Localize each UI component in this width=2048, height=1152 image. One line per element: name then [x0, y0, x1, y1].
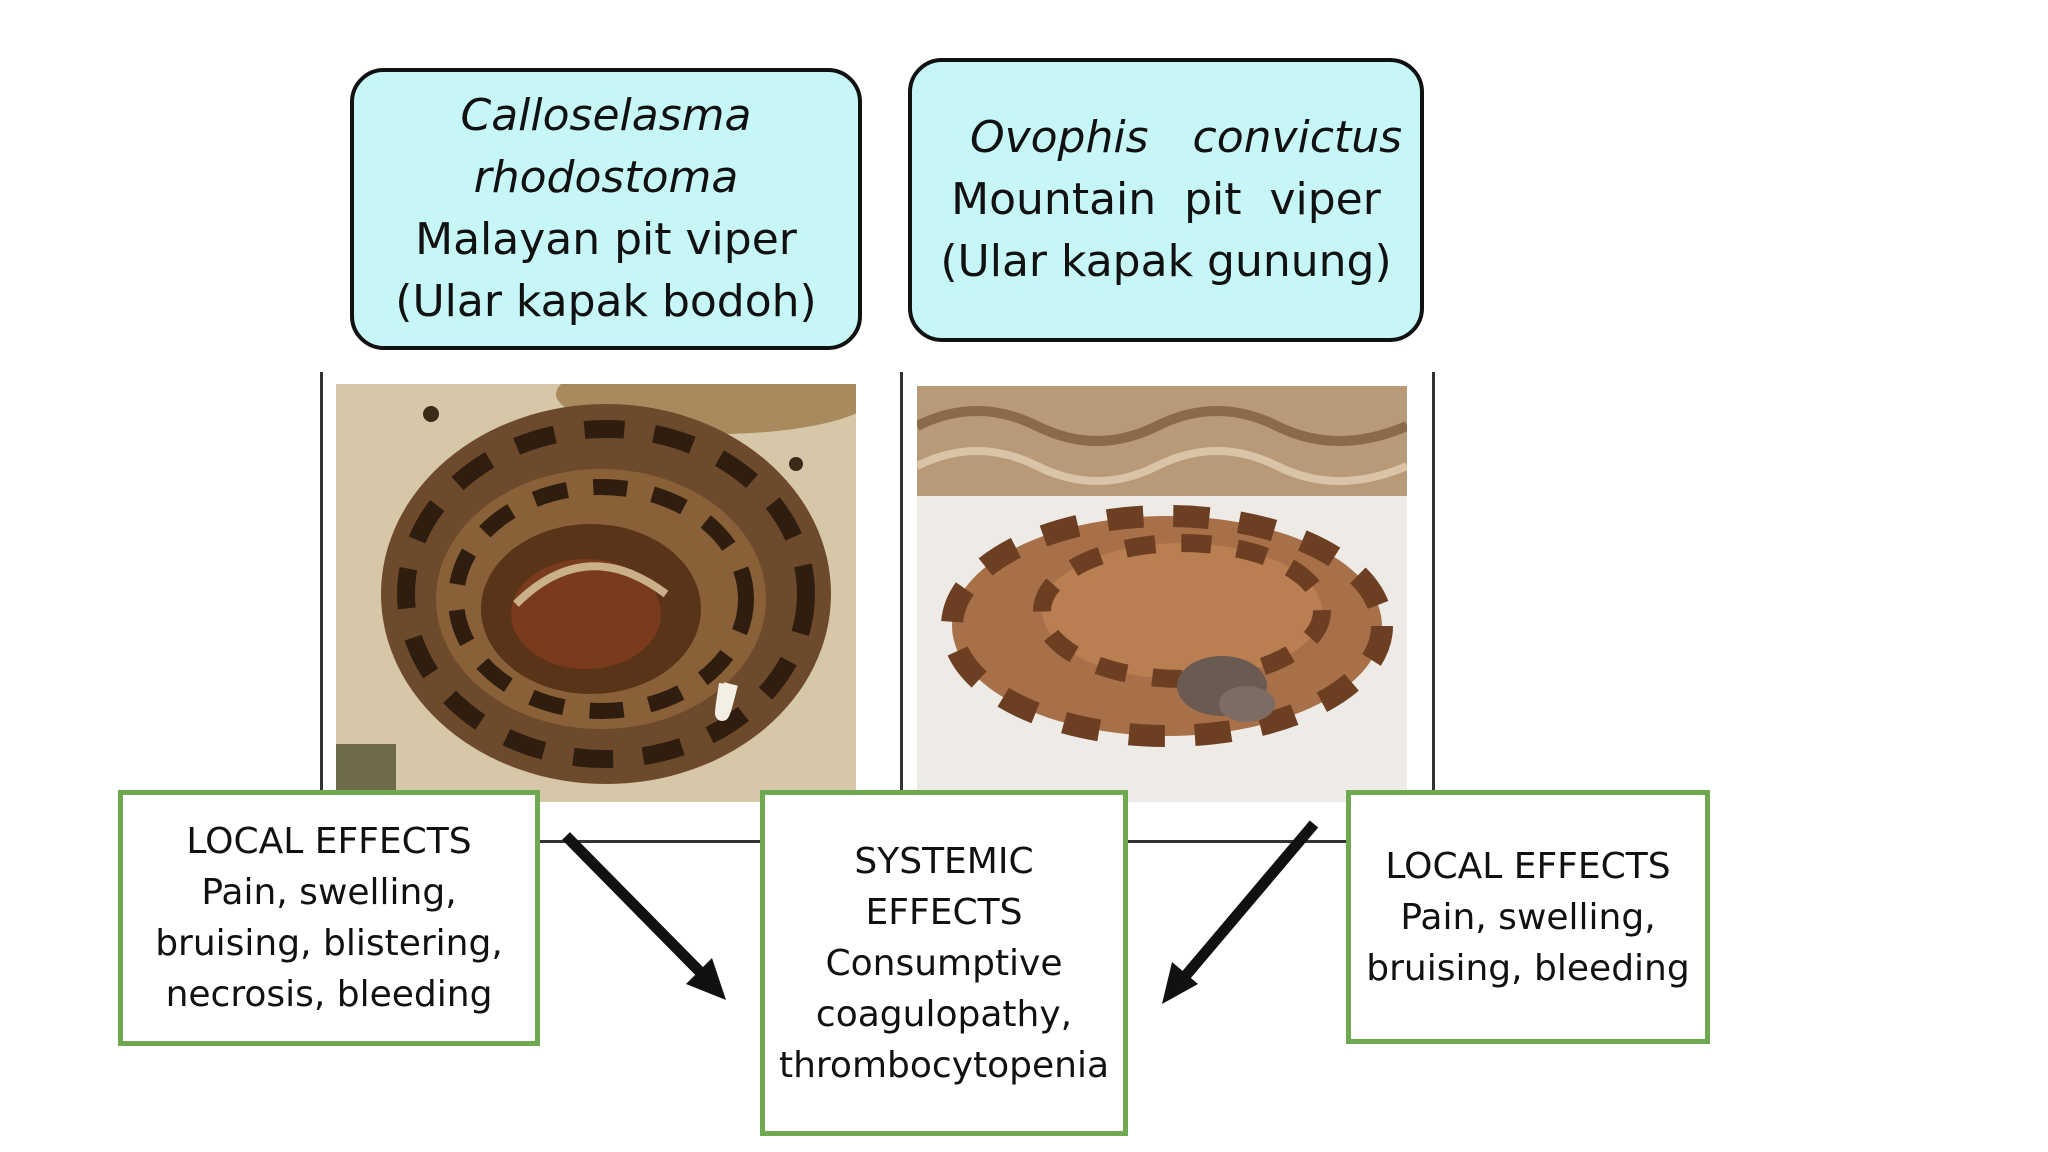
effects-line: necrosis, bleeding — [165, 974, 493, 1015]
systemic-effects-box: SYSTEMIC EFFECTS Consumptive coagulopath… — [760, 790, 1128, 1136]
effects-line: thrombocytopenia — [778, 1044, 1110, 1086]
effects-line: Pain, swelling, — [1400, 896, 1656, 938]
arrow-left-shaft — [562, 832, 710, 982]
frame-line-middle — [900, 372, 903, 842]
frame-line-left — [320, 372, 323, 842]
snake-illustration-calloselasma — [336, 384, 856, 802]
snake-photo-calloselasma — [336, 384, 856, 802]
local-effects-box-right: LOCAL EFFECTS Pain, swelling, bruising, … — [1346, 790, 1710, 1044]
species-scientific-name: Calloselasma — [460, 90, 752, 141]
arrow-right-head — [1162, 962, 1198, 1004]
effects-heading: LOCAL EFFECTS — [1385, 845, 1671, 887]
effects-line: Consumptive — [825, 942, 1063, 984]
effects-heading-2: EFFECTS — [865, 891, 1023, 933]
species-scientific-name-2: rhodostoma — [473, 152, 739, 203]
arrow-left-head — [686, 958, 726, 1000]
effects-heading: LOCAL EFFECTS — [186, 821, 472, 862]
effects-line: coagulopathy, — [815, 993, 1073, 1035]
effects-heading: SYSTEMIC — [854, 840, 1034, 882]
effects-line: Pain, swelling, — [201, 872, 457, 913]
species-common-name: Malayan pit viper — [415, 214, 797, 265]
species-common-name: Mountain pit viper — [951, 174, 1381, 225]
snake-illustration-ovophis — [917, 386, 1407, 802]
species-local-name: (Ular kapak bodoh) — [395, 276, 817, 327]
species-local-name: (Ular kapak gunung) — [940, 236, 1392, 287]
species-box-ovophis: Ovophis convictus Mountain pit viper (Ul… — [908, 58, 1424, 342]
arrow-right-shaft — [1177, 820, 1319, 984]
frame-line-right — [1432, 372, 1435, 842]
species-scientific-name: Ovophis convictus — [969, 112, 1403, 163]
local-effects-box-left: LOCAL EFFECTS Pain, swelling, bruising, … — [118, 790, 540, 1046]
effects-line: bruising, bleeding — [1366, 947, 1690, 989]
species-box-calloselasma: Calloselasma rhodostoma Malayan pit vipe… — [350, 68, 862, 350]
snake-photo-ovophis — [917, 386, 1407, 802]
effects-line: bruising, blistering, — [155, 923, 503, 964]
